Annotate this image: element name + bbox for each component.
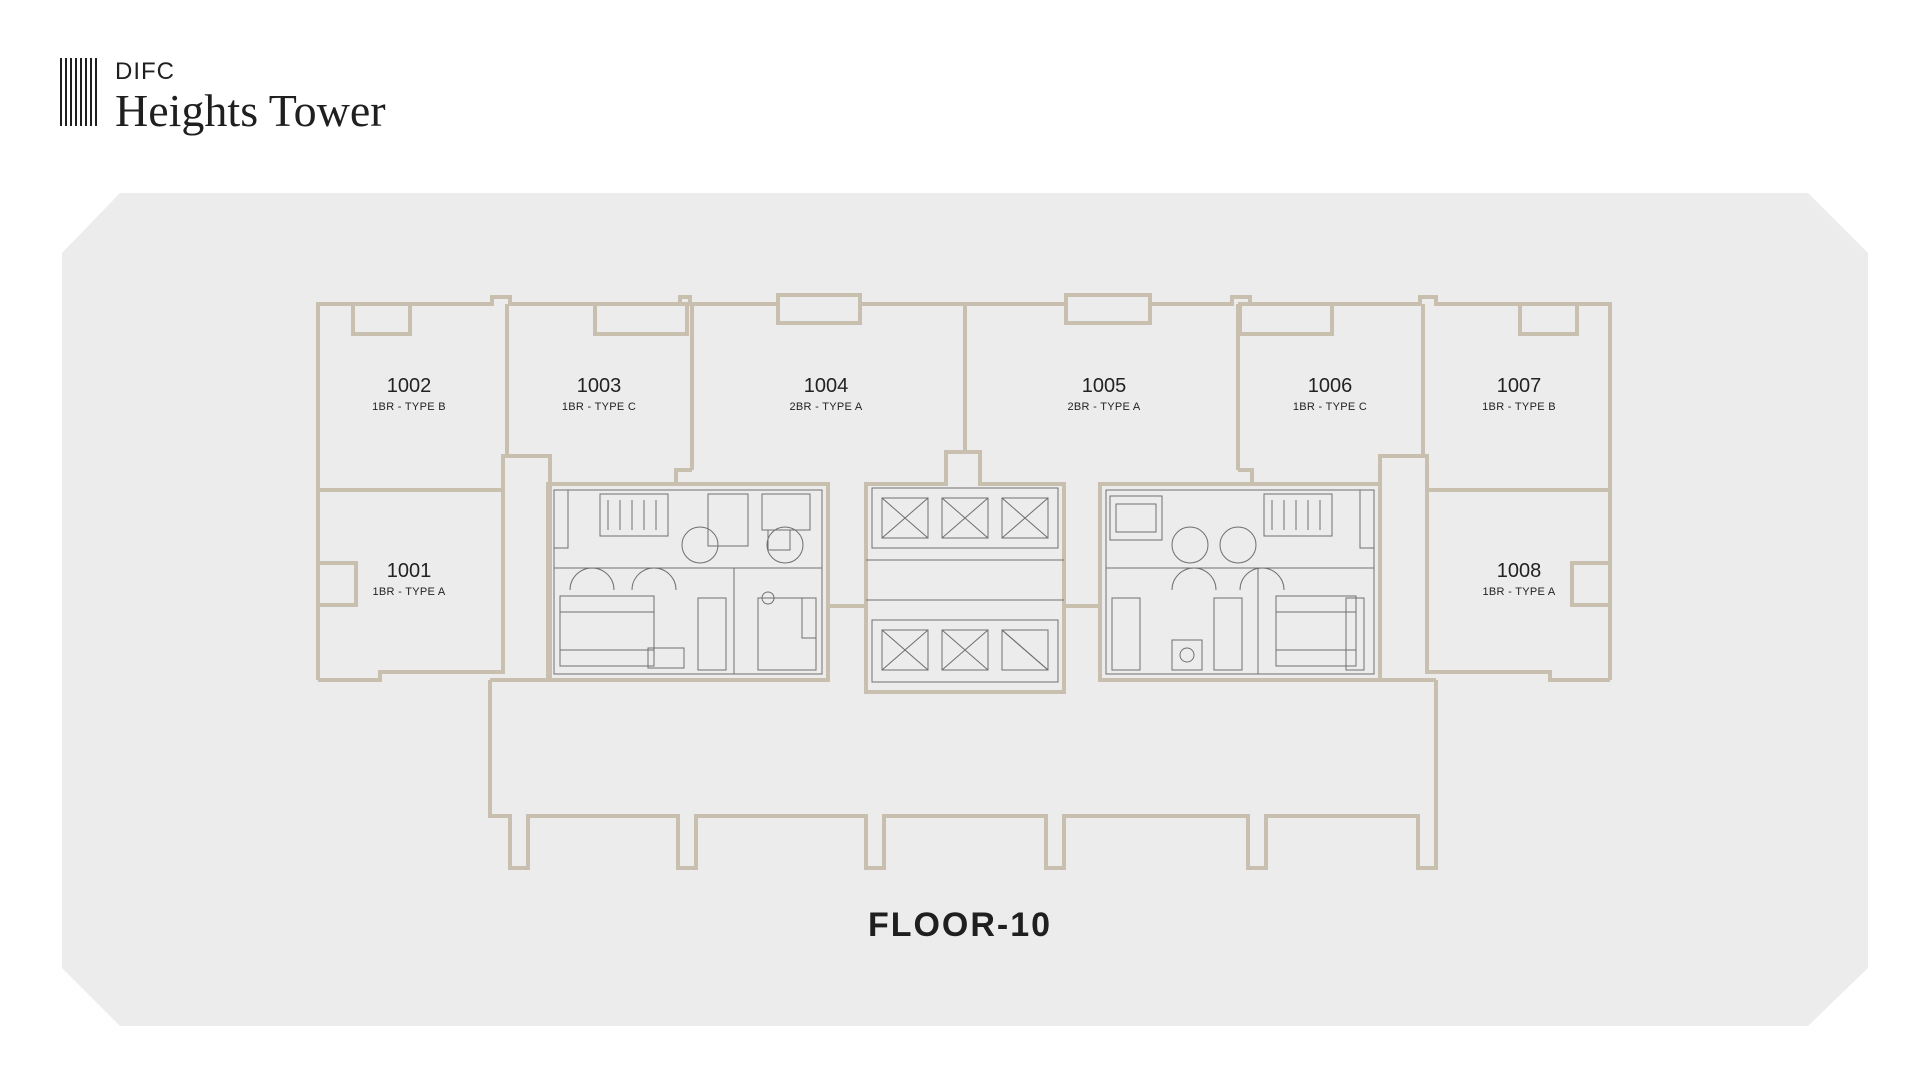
unit-number: 1007: [1496, 375, 1542, 397]
unit-type: 1BR - TYPE C: [561, 401, 637, 413]
unit-number: 1001: [386, 560, 432, 582]
unit-1002[interactable]: 1002 1BR - TYPE B: [329, 375, 489, 413]
unit-1005[interactable]: 1005 2BR - TYPE A: [1024, 375, 1184, 413]
brand-line2: Heights Tower: [115, 85, 386, 136]
brand-line1: DIFC: [115, 58, 175, 85]
brand-logo: DIFC Heights Tower: [60, 58, 386, 134]
unit-number: 1006: [1307, 375, 1353, 397]
brand-name: DIFC Heights Tower: [115, 58, 386, 134]
unit-number: 1003: [576, 375, 622, 397]
unit-1007[interactable]: 1007 1BR - TYPE B: [1439, 375, 1599, 413]
barcode-logo-icon: [60, 58, 97, 126]
unit-number: 1005: [1081, 375, 1127, 397]
unit-type: 2BR - TYPE A: [1067, 401, 1141, 413]
unit-type: 1BR - TYPE A: [1482, 586, 1556, 598]
unit-type: 1BR - TYPE B: [372, 401, 446, 413]
unit-1006[interactable]: 1006 1BR - TYPE C: [1250, 375, 1410, 413]
floor-title: FLOOR-10: [867, 906, 1053, 944]
unit-number: 1008: [1496, 560, 1542, 582]
unit-1004[interactable]: 1004 2BR - TYPE A: [746, 375, 906, 413]
unit-1003[interactable]: 1003 1BR - TYPE C: [519, 375, 679, 413]
unit-type: 2BR - TYPE A: [789, 401, 863, 413]
exterior-walls: [316, 293, 1612, 870]
unit-number: 1002: [386, 375, 432, 397]
unit-1001[interactable]: 1001 1BR - TYPE A: [329, 560, 489, 598]
unit-1008[interactable]: 1008 1BR - TYPE A: [1439, 560, 1599, 598]
unit-type: 1BR - TYPE B: [1482, 401, 1556, 413]
core-interior: [553, 487, 1375, 683]
unit-number: 1004: [803, 375, 849, 397]
unit-type: 1BR - TYPE C: [1292, 401, 1368, 413]
unit-type: 1BR - TYPE A: [372, 586, 446, 598]
